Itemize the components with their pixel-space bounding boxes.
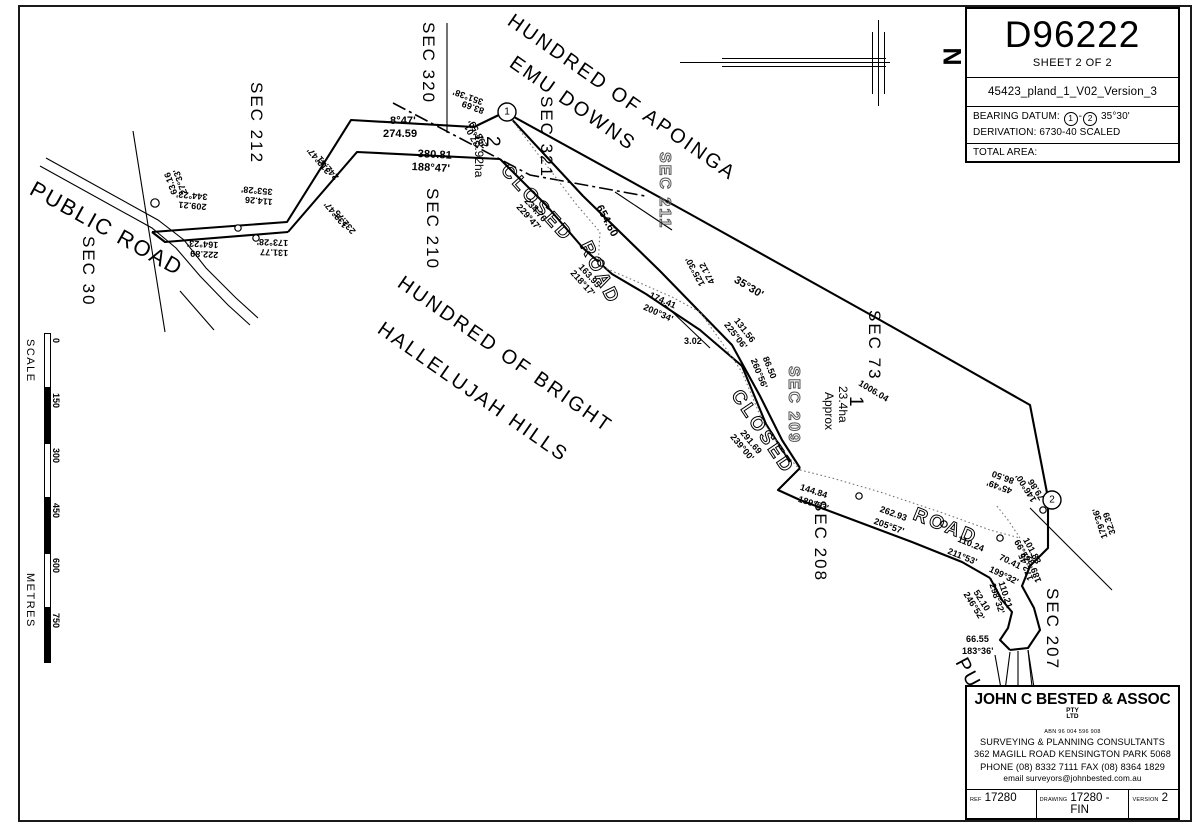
title-block-plan-row: D96222 SHEET 2 OF 2 <box>967 9 1178 78</box>
scale-segment-3 <box>44 443 51 498</box>
dim-brg-7: 8°47' <box>390 115 416 127</box>
ref-cell: REF 17280 <box>967 790 1037 818</box>
surveyor-suffix-ltd: LTD <box>1066 713 1079 721</box>
ref-key: REF <box>970 797 982 803</box>
bearing-datum-point-a: 1 <box>1063 111 1078 126</box>
north-arrow-label: N <box>937 47 966 66</box>
bearing-datum-point-b: 2 <box>1083 111 1098 126</box>
surveyor-footer: REF 17280 DRAWING 17280 - FIN VERSION 2 <box>967 789 1178 818</box>
dim-dist-7: 274.59 <box>383 128 418 140</box>
derivation-line: DERIVATION: 6730-40 SCALED <box>973 126 1121 138</box>
version-key: VERSION <box>1132 797 1159 803</box>
north-arrow-shaft-a <box>722 58 886 60</box>
ref-value: 17280 <box>984 792 1017 804</box>
drawing-value: 17280 - FIN <box>1070 792 1110 816</box>
dim-dist-2: 222.89 <box>189 248 219 260</box>
version-cell: VERSION 2 <box>1129 790 1178 818</box>
scale-segment-2 <box>44 388 51 443</box>
surveyor-address: 362 MAGILL ROAD KENSINGTON PARK 5068 <box>974 749 1171 760</box>
allotment-1-area: 23.4ha <box>836 386 850 423</box>
north-arrow: N <box>680 18 965 106</box>
bearing-datum-line: BEARING DATUM: 1-2 35°30' <box>973 110 1172 126</box>
sec-label-sec-209: SEC 209 <box>785 366 803 445</box>
scale-segment-1 <box>44 333 51 388</box>
scale-tick-5: 750 <box>51 613 61 629</box>
sec-label-sec-207: SEC 207 <box>1043 588 1062 671</box>
bearing-datum-value: 35°30' <box>1101 110 1130 122</box>
sec-label-sec-211: SEC 211 <box>656 152 674 230</box>
scale-tick-2: 300 <box>51 448 61 464</box>
title-block-datum-row: BEARING DATUM: 1-2 35°30' DERIVATION: 67… <box>967 107 1178 145</box>
bearing-datum-dash: - <box>1078 110 1083 122</box>
scale-segment-4 <box>44 498 51 553</box>
scale-segment-5 <box>44 553 51 608</box>
dim-dist-16: 3.02 <box>684 336 702 346</box>
sec-label-sec-73: SEC 73 <box>865 310 884 381</box>
sec-label-sec-210: SEC 210 <box>423 188 442 271</box>
north-arrow-cross-a <box>872 32 874 94</box>
north-arrow-cross-b <box>884 32 886 94</box>
dim-dist-27: 66.55 <box>966 634 990 644</box>
scale-word-top: SCALE <box>24 339 36 383</box>
total-area-row: TOTAL AREA: <box>973 147 1038 159</box>
dim-dist-8: 380.81 <box>417 148 453 162</box>
surveyor-email: email surveyors@johnbested.com.au <box>1003 773 1142 783</box>
sec-label-sec-321: SEC 321 <box>537 96 556 179</box>
dim-brg-8: 188°47' <box>411 161 451 175</box>
scale-tick-1: 150 <box>51 393 61 409</box>
scale-segment-6 <box>44 608 51 663</box>
scale-tick-4: 600 <box>51 558 61 574</box>
bearing-datum-label: BEARING DATUM: <box>973 110 1060 122</box>
surveyor-suffix-pty: PTY <box>1066 706 1079 714</box>
title-block: D96222 SHEET 2 OF 2 45423_pland_1_V02_Ve… <box>965 7 1180 164</box>
scale-bar: SCALE METRES 0 150 300 450 600 750 <box>24 325 88 663</box>
version-value: 2 <box>1161 792 1169 804</box>
dim-brg-2: 164°23' <box>186 238 219 250</box>
surveyor-abn: ABN 96 004 596 908 <box>1044 728 1101 735</box>
sec-label-sec-212: SEC 212 <box>247 82 266 165</box>
surveyor-discipline: SURVEYING & PLANNING CONSULTANTS <box>980 736 1165 747</box>
dim-brg-27: 183°36' <box>962 646 994 656</box>
title-block-fileref-row: 45423_pland_1_V02_Version_3 <box>967 78 1178 107</box>
drawing-border <box>18 5 1192 822</box>
scale-word-bottom: METRES <box>24 573 36 628</box>
allotment-1-qualifier: Approx <box>822 392 836 431</box>
drawing-cell: DRAWING 17280 - FIN <box>1037 790 1130 818</box>
surveyor-firm: JOHN C BESTED & ASSOC <box>974 690 1171 708</box>
north-arrow-shaft-b <box>722 66 886 68</box>
north-arrow-shaft-long <box>680 62 890 64</box>
sec-label-sec-30: SEC 30 <box>79 236 98 307</box>
surveyor-phone: PHONE (08) 8332 7111 FAX (08) 8364 1829 <box>980 761 1165 772</box>
plan-number: D96222 <box>1004 14 1141 55</box>
scale-tick-0: 0 <box>51 338 61 344</box>
sec-label-sec-320: SEC 320 <box>419 22 438 105</box>
sheet-number: SHEET 2 OF 2 <box>1032 56 1113 69</box>
scale-tick-3: 450 <box>51 503 61 519</box>
file-reference: 45423_pland_1_V02_Version_3 <box>987 85 1158 98</box>
dim-brg-4: 173°28' <box>256 236 289 248</box>
drawing-key: DRAWING <box>1039 797 1068 803</box>
dim-dist-4: 131.77 <box>259 247 289 258</box>
north-arrow-cross-tall <box>878 20 880 106</box>
